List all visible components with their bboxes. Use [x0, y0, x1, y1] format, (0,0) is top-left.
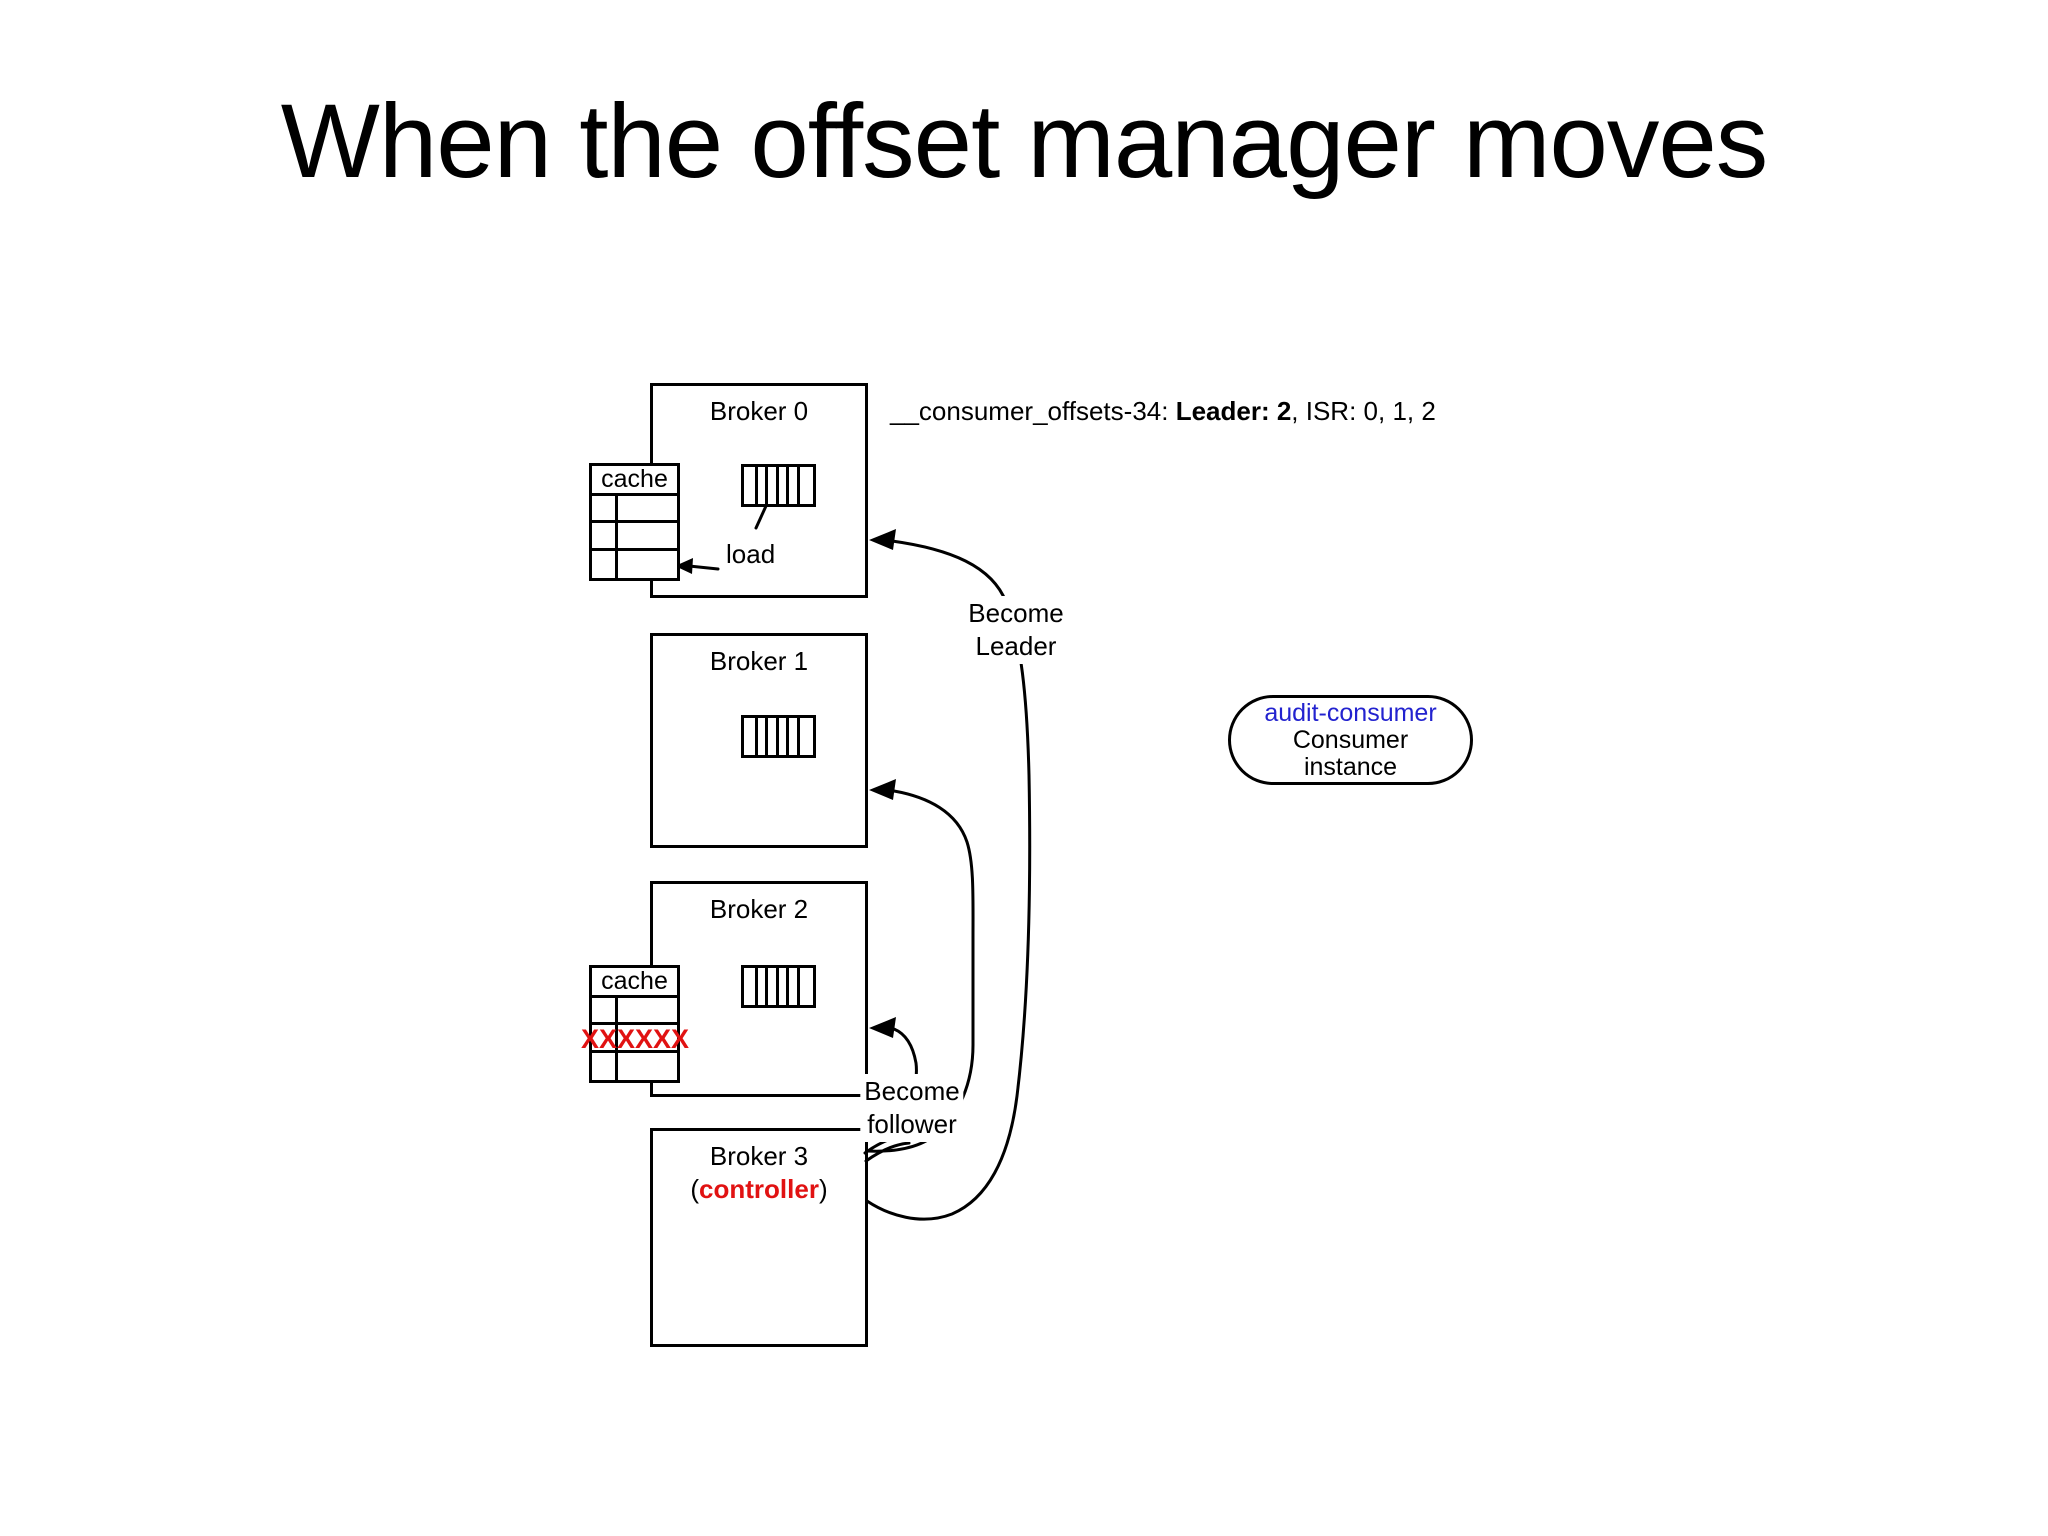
cache-table-cells	[592, 998, 677, 1080]
isr-text: , ISR: 0, 1, 2	[1291, 396, 1436, 426]
broker-3-controller-role: (controller)	[653, 1174, 865, 1205]
message-curve-to-broker1	[865, 789, 975, 1153]
broker-2-box: Broker 2	[650, 881, 868, 1097]
become-leader-line2: Leader	[975, 631, 1057, 661]
arrowhead-broker0	[869, 529, 896, 550]
become-leader-label: Become Leader	[964, 596, 1068, 664]
consumer-group-id: audit-consumer	[1264, 698, 1437, 727]
load-arrowhead	[675, 558, 693, 574]
broker-0-label: Broker 0	[709, 396, 809, 426]
leader-text: Leader: 2	[1175, 396, 1292, 426]
cache-table-header: cache	[592, 465, 677, 496]
slide-title: When the offset manager moves	[280, 83, 1769, 200]
arrowhead-broker1	[869, 779, 896, 800]
segment-pointer-line	[754, 504, 768, 530]
broker-3-box: Broker 3 (controller)	[650, 1128, 868, 1347]
load-arrow-shaft	[687, 564, 720, 571]
role-close-paren: )	[818, 1174, 828, 1204]
become-follower-line1: Become	[864, 1076, 960, 1106]
cache-cell	[618, 1053, 677, 1080]
controller-text: controller	[699, 1174, 819, 1204]
become-follower-label: Become follower	[860, 1074, 964, 1142]
broker-1-box: Broker 1	[650, 633, 868, 848]
cache-cell	[618, 523, 677, 551]
consumer-type-line1: Consumer	[1292, 725, 1409, 754]
cache-cell	[592, 550, 618, 578]
offset-cache-table-broker2: cache	[589, 965, 680, 1083]
cache-cell	[592, 1025, 618, 1053]
broker-1-label: Broker 1	[709, 646, 809, 676]
consumer-type-line2: instance	[1303, 752, 1398, 781]
offset-cache-table-broker0: cache	[589, 463, 680, 581]
cache-cell	[592, 523, 618, 551]
cache-cell	[592, 998, 618, 1026]
consumer-instance-pill: audit-consumer Consumer instance	[1228, 695, 1473, 785]
log-segment-icon-broker2	[741, 965, 816, 1008]
cache-cell	[592, 1052, 618, 1080]
become-follower-line2: follower	[867, 1109, 957, 1139]
load-label: load	[722, 537, 780, 572]
log-segment-icon-broker1	[741, 715, 816, 758]
role-open-paren: (	[690, 1174, 700, 1204]
cache-cell	[618, 998, 677, 1026]
hand-drawn-tick-2	[864, 1141, 911, 1163]
partition-status-text: __consumer_offsets-34: Leader: 2, ISR: 0…	[890, 396, 1436, 427]
broker-3-label: Broker 3	[709, 1141, 809, 1171]
broker-2-label: Broker 2	[709, 894, 809, 924]
become-leader-line1: Become	[968, 598, 1064, 628]
log-segment-icon-broker0	[741, 464, 816, 507]
cache-cell	[592, 496, 618, 524]
cache-cell	[618, 551, 677, 578]
cache-cell	[618, 1025, 677, 1053]
arrowhead-broker2	[869, 1017, 896, 1038]
cache-table-cells	[592, 496, 677, 578]
invalidated-cache-row-marks: XXXXXX	[580, 1024, 690, 1054]
cache-cell	[618, 496, 677, 524]
topic-partition-text: __consumer_offsets-34:	[890, 396, 1176, 426]
cache-table-header: cache	[592, 967, 677, 998]
